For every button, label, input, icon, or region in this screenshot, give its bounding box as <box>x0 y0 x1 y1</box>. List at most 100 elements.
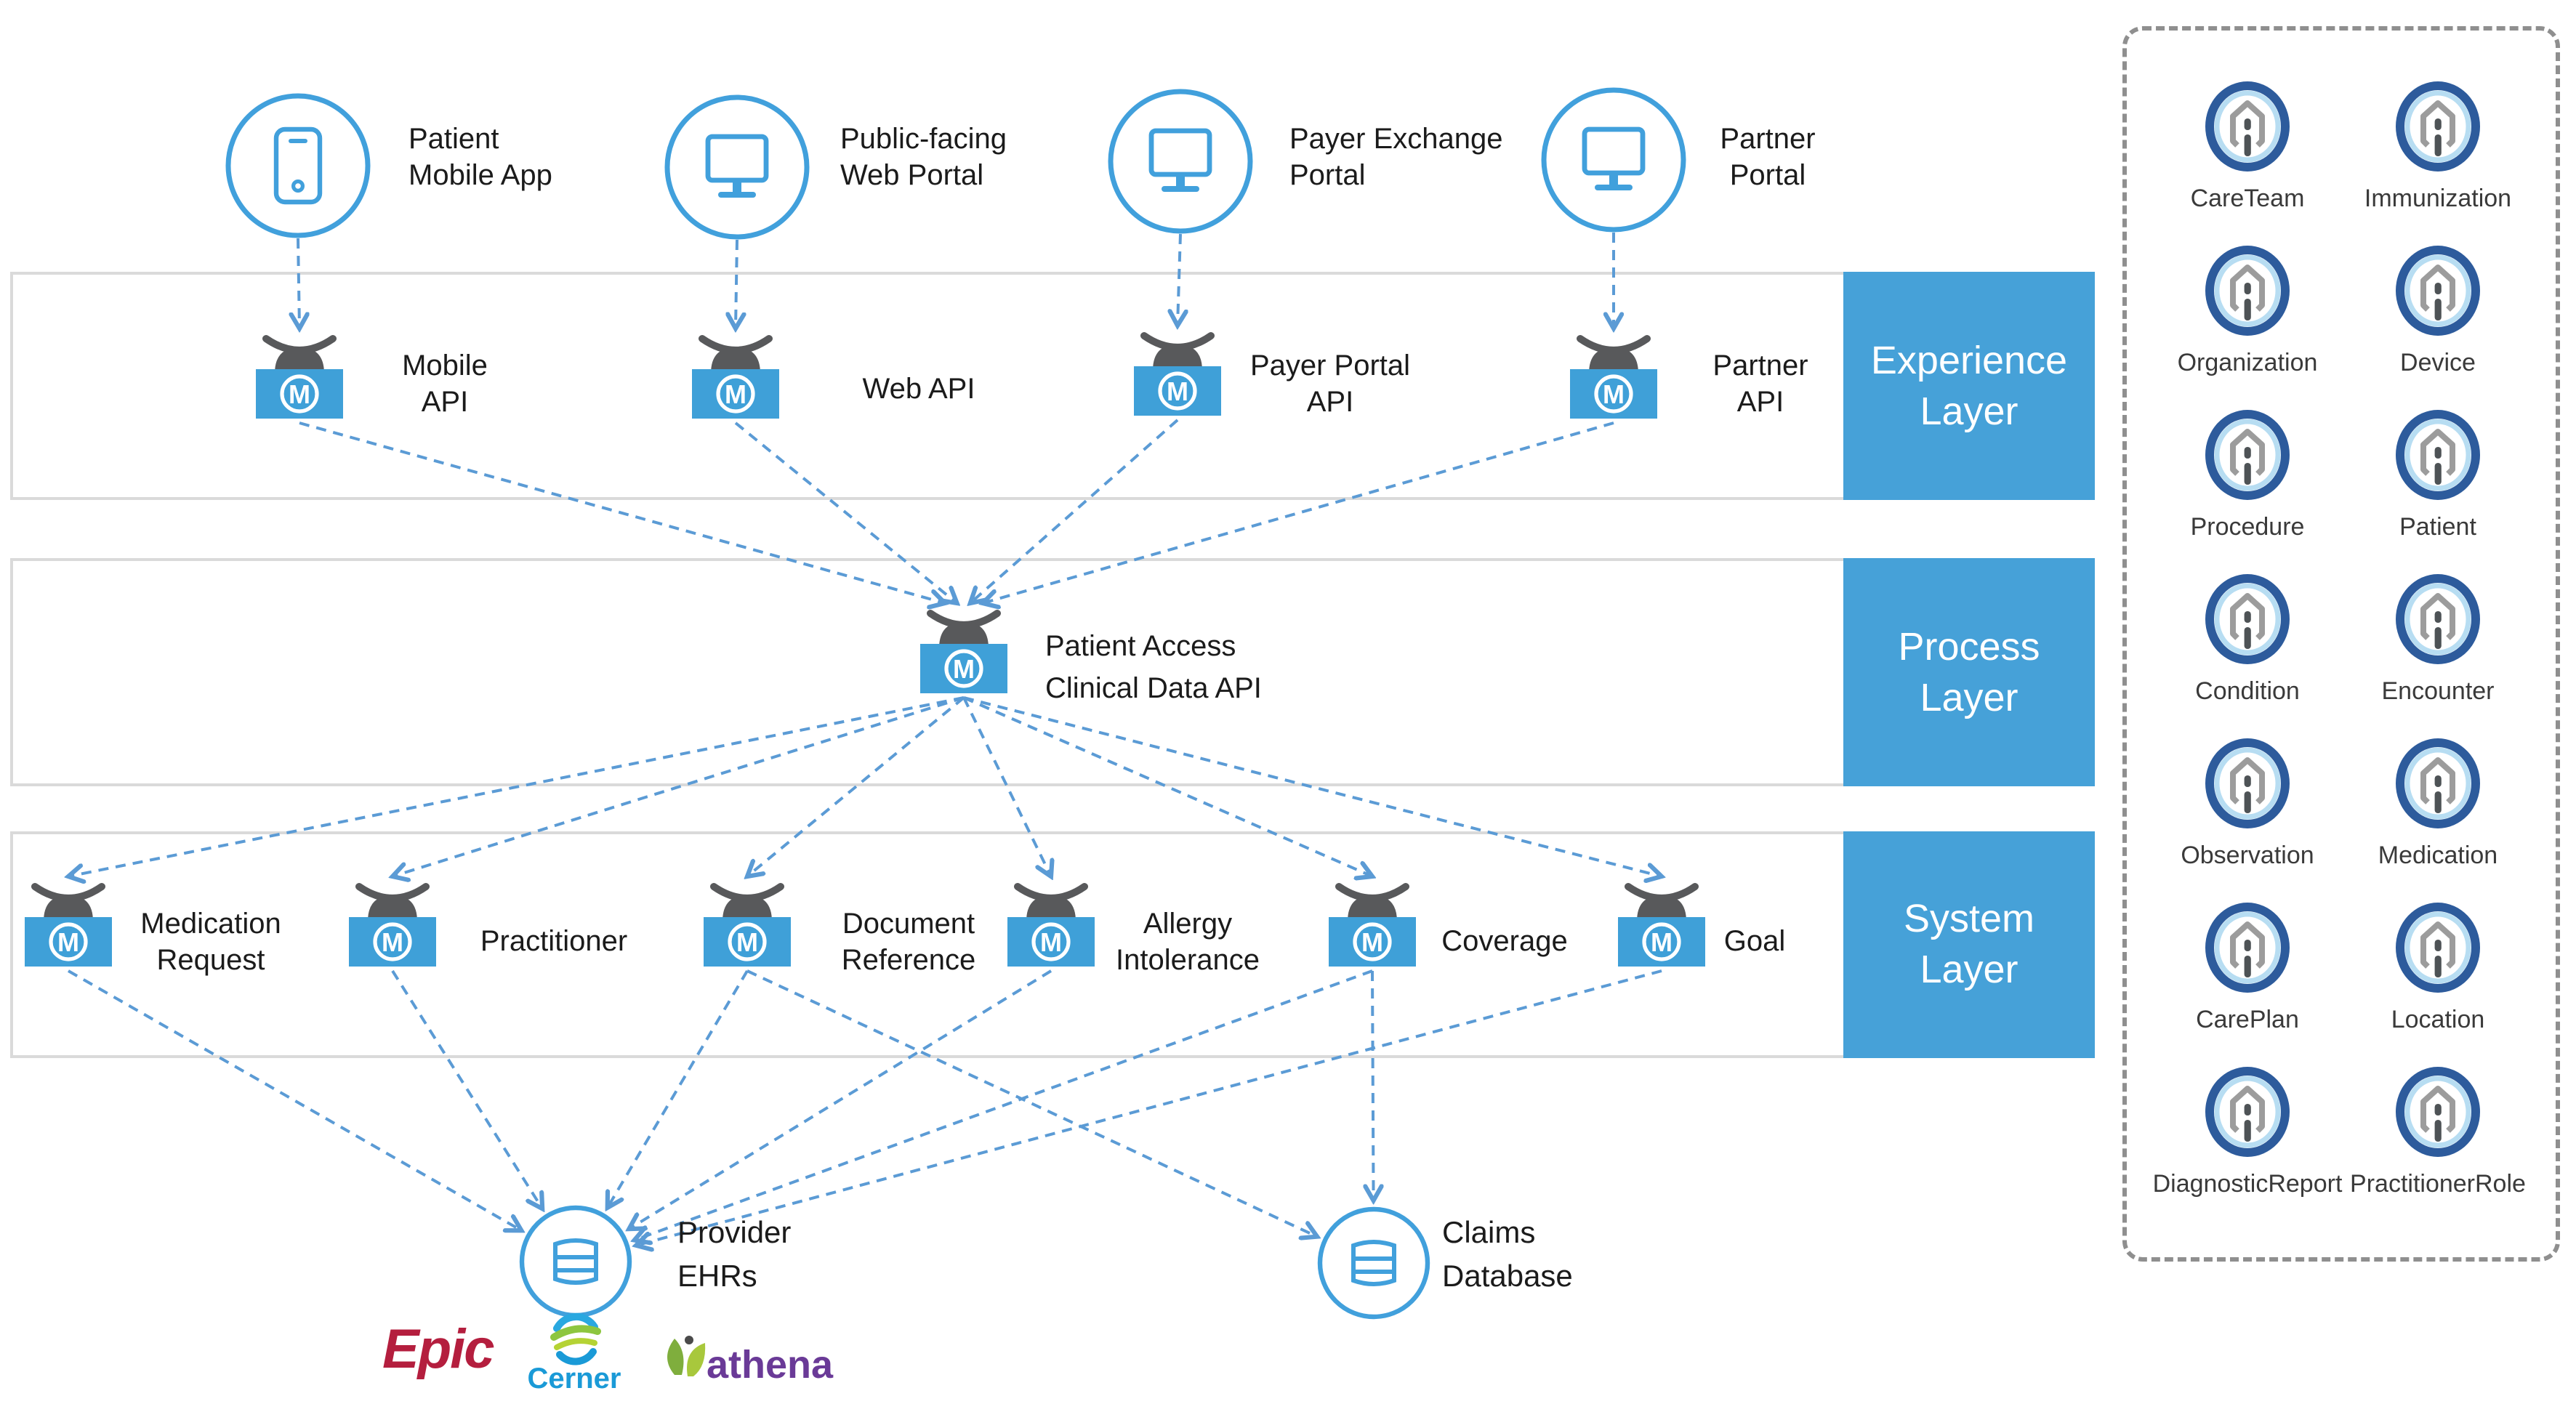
fhir-resource-diagnosticreport <box>2202 1062 2293 1169</box>
connector-partner-api-to-patient-access-api <box>983 421 1614 603</box>
fhir-resource-careplan <box>2202 898 2293 1004</box>
fhir-resource-icon <box>2396 410 2480 500</box>
medication-request-node: M <box>25 882 112 967</box>
epic-logo-text: Epic <box>382 1320 495 1381</box>
svg-text:M: M <box>57 927 79 957</box>
monitor-icon <box>664 94 810 240</box>
public-web-portal-node <box>661 92 813 243</box>
practitioner-label: Practitioner <box>480 926 628 958</box>
patient-mobile-app-node <box>222 90 374 241</box>
connector-public-web-portal-to-web-api <box>736 239 737 328</box>
fhir-resource-immunization <box>2393 77 2483 183</box>
fhir-resource-label: PractitionerRole <box>2350 1170 2526 1198</box>
monitor-icon <box>1108 89 1253 234</box>
fhir-resource-icon <box>2205 246 2290 336</box>
svg-text:M: M <box>736 927 758 957</box>
fhir-resource-icon <box>2396 246 2480 336</box>
mulesoft-icon: M <box>256 335 343 419</box>
fhir-resource-label: DiagnosticReport <box>2152 1170 2343 1198</box>
connector-practitioner-to-provider-ehrs <box>391 969 542 1209</box>
cerner-logo-text: Cerner <box>527 1363 621 1395</box>
practitioner-node: M <box>349 882 436 967</box>
connector-patient-access-api-to-practitioner <box>393 696 965 876</box>
athena-leaf-icon <box>667 1336 706 1376</box>
partner-portal-node <box>1538 84 1689 235</box>
allergy-intolerance-node: M <box>1007 882 1095 967</box>
coverage-node: M <box>1329 882 1416 967</box>
connector-coverage-to-claims-database <box>1372 970 1374 1201</box>
connector-document-reference-to-provider-ehrs <box>608 969 749 1208</box>
partner-api-node: M <box>1570 334 1657 419</box>
fhir-resource-label: Device <box>2400 349 2476 376</box>
connector-allergy-intolerance-to-provider-ehrs <box>629 969 1052 1229</box>
fhir-resource-icon <box>2396 738 2480 828</box>
mulesoft-icon: M <box>920 610 1007 693</box>
database-icon <box>1317 1206 1430 1320</box>
fhir-resource-icon <box>2396 1067 2480 1157</box>
fhir-resource-icon <box>2396 574 2480 664</box>
patient-access-api-node: M <box>920 609 1007 693</box>
mulesoft-icon: M <box>349 883 436 967</box>
coverage-label: Coverage <box>1441 926 1568 958</box>
connector-medication-request-to-provider-ehrs <box>68 969 521 1230</box>
system-layer-label: System Layer <box>1843 831 2095 1058</box>
fhir-resource-procedure <box>2202 406 2293 512</box>
svg-text:M: M <box>1651 927 1673 957</box>
fhir-resource-label: CarePlan <box>2196 1006 2299 1033</box>
fhir-resource-label: Encounter <box>2381 677 2495 705</box>
fhir-resource-icon <box>2396 903 2480 993</box>
connector-patient-access-api-to-coverage <box>963 696 1372 876</box>
connector-web-api-to-patient-access-api <box>734 421 957 603</box>
fhir-resource-icon <box>2205 903 2290 993</box>
fhir-resource-icon <box>2205 81 2290 172</box>
fhir-resource-icon <box>2205 410 2290 500</box>
connector-mobile-api-to-patient-access-api <box>299 421 945 603</box>
fhir-resource-label: Organization <box>2177 349 2318 376</box>
experience-layer-label: Experience Layer <box>1843 272 2095 500</box>
web-api-label: Web API <box>862 374 975 406</box>
mulesoft-icon: M <box>704 883 791 967</box>
payer-portal-api-node: M <box>1134 331 1221 416</box>
svg-text:M: M <box>1167 376 1188 406</box>
process-layer-label: Process Layer <box>1843 558 2095 786</box>
fhir-resource-location <box>2393 898 2483 1004</box>
connector-document-reference-to-claims-database <box>746 969 1317 1237</box>
web-api-node: M <box>692 334 779 419</box>
mobile-api-node: M <box>256 334 343 419</box>
fhir-resource-label: Procedure <box>2190 513 2305 541</box>
cerner-logo: Cerner <box>528 1308 621 1395</box>
fhir-resource-label: Immunization <box>2364 185 2512 212</box>
connector-payer-exchange-portal-to-payer-portal-api <box>1178 233 1180 326</box>
fhir-resource-icon <box>2205 1067 2290 1157</box>
fhir-resource-patient <box>2393 406 2483 512</box>
mulesoft-icon: M <box>1618 883 1705 967</box>
fhir-resource-label: Patient <box>2399 513 2476 541</box>
fhir-resource-icon <box>2396 81 2480 172</box>
connector-patient-access-api-to-document-reference <box>747 696 965 876</box>
mulesoft-icon: M <box>692 335 779 419</box>
mulesoft-icon: M <box>1570 335 1657 419</box>
fhir-resource-practitionerrole <box>2393 1062 2483 1169</box>
connector-patient-mobile-app-to-mobile-api <box>298 238 299 328</box>
mulesoft-icon: M <box>25 883 112 967</box>
fhir-resource-label: CareTeam <box>2190 185 2305 212</box>
svg-text:M: M <box>289 379 310 409</box>
connector-patient-access-api-to-allergy-intolerance <box>962 697 1051 876</box>
connector-goal-to-provider-ehrs <box>636 969 1662 1246</box>
goal-node: M <box>1618 882 1705 967</box>
svg-text:M: M <box>382 927 403 957</box>
connector-patient-access-api-to-medication-request <box>68 696 965 876</box>
monitor-icon <box>1541 87 1686 233</box>
fhir-resource-icon <box>2205 738 2290 828</box>
